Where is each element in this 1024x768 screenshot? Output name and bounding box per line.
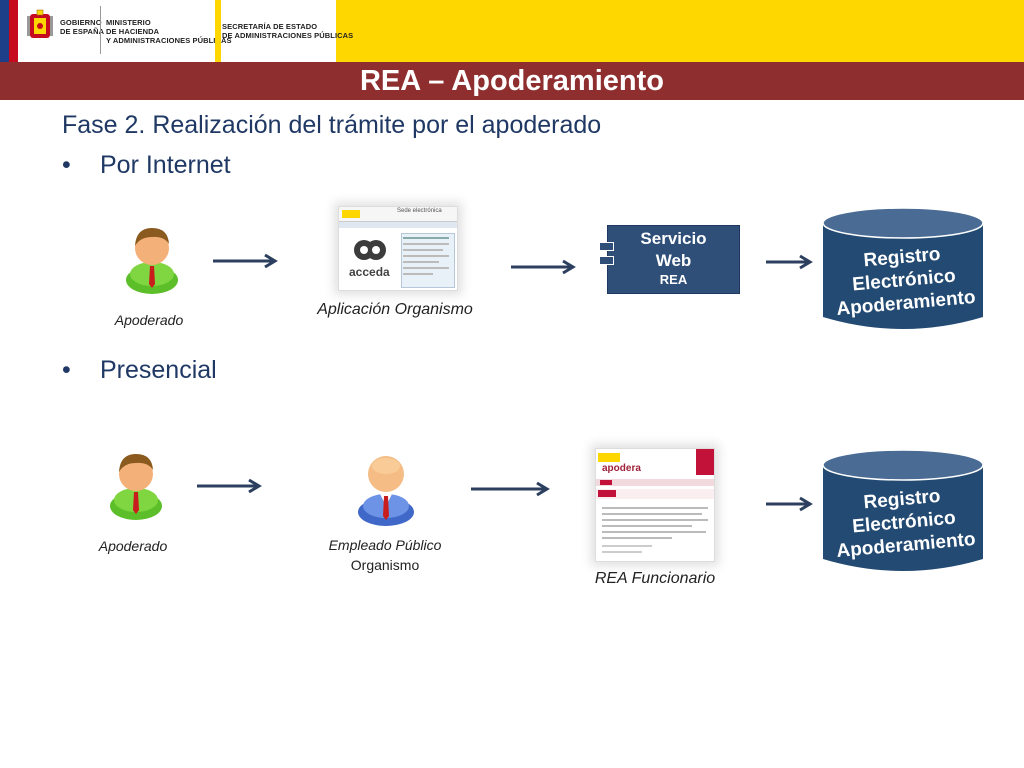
apodera-logo-text: apodera	[602, 463, 641, 474]
title-bar: REA – Apoderamiento	[0, 62, 1024, 100]
slide-subtitle: Fase 2. Realización del trámite por el a…	[62, 111, 602, 139]
bullet-internet-label: Por Internet	[100, 151, 231, 179]
flow-arrow-2	[511, 259, 576, 275]
component-tab-bottom	[599, 256, 614, 265]
header-band: Gobierno de España Ministerio de Haciend…	[0, 0, 1024, 62]
logo-divider	[100, 6, 101, 54]
app-header-text: Sede electrónica	[397, 208, 442, 214]
gov-line1: Gobierno	[60, 18, 102, 27]
ws-line3: REA	[659, 272, 688, 287]
employee-line2: Organismo	[350, 557, 420, 573]
employee-line1: Empleado Público	[328, 537, 442, 553]
registro-db-cylinder-icon	[822, 207, 984, 329]
registro-db-label-internet: Registro Electrónico Apoderamiento	[823, 239, 984, 321]
bullet-dot: •	[62, 151, 71, 179]
coat-of-arms-icon	[27, 9, 53, 38]
flow-arrow-4	[197, 478, 262, 494]
gov-line2: de España	[60, 27, 105, 36]
registro-db-label-presencial: Registro Electrónico Apoderamiento	[823, 481, 984, 563]
servicio-web-rea-component: Servicio Web REA	[599, 225, 740, 294]
flow-arrow-3	[766, 254, 813, 270]
secretary-line1: Secretaría de Estado	[222, 22, 318, 31]
flow-arrow-5	[471, 481, 550, 497]
header-yellow-divider	[215, 0, 221, 62]
empleado-publico-caption: Empleado Público Organismo	[300, 537, 470, 573]
ministry-line1: Ministerio	[106, 18, 151, 27]
empleado-publico-user-icon	[358, 456, 414, 526]
gov-logo-text: Gobierno de España	[60, 18, 104, 36]
ws-line2: Web	[655, 251, 692, 270]
apoderado-user-icon	[110, 454, 162, 520]
component-tab-top	[599, 242, 614, 251]
acceda-logo-text: acceda	[349, 265, 390, 279]
acceda-logo-icon	[354, 240, 386, 260]
aplicacion-organismo-screenshot: Sede electrónica acceda	[338, 206, 458, 291]
aplicacion-organismo-caption: Aplicación Organismo	[317, 301, 473, 318]
ministry-line2: de Hacienda	[106, 27, 160, 36]
ministry-text: Ministerio de Hacienda y Administracione…	[106, 18, 232, 45]
apoderado-caption-internet: Apoderado	[114, 312, 184, 328]
slide-title: REA – Apoderamiento	[359, 65, 664, 97]
ws-line1: Servicio	[640, 229, 707, 248]
secretary-text: Secretaría de Estado de Administraciones…	[222, 22, 353, 40]
rea-funcionario-caption: REA Funcionario	[594, 570, 716, 587]
logo-area	[18, 0, 336, 62]
apoderado-user-icon	[126, 228, 178, 294]
bullet-dot: •	[62, 356, 71, 384]
apoderado-caption-presencial: Apoderado	[98, 538, 168, 554]
registro-db-cylinder-icon	[822, 449, 984, 571]
secretary-line2: de Administraciones Públicas	[222, 31, 354, 40]
flag-stripes	[0, 0, 18, 62]
rea-funcionario-screenshot: apodera	[595, 448, 715, 562]
flow-arrow-1	[213, 253, 278, 269]
bullet-presencial-label: Presencial	[100, 356, 217, 384]
ministry-line3: y Administraciones Públicas	[106, 36, 232, 45]
flow-arrow-6	[766, 496, 813, 512]
